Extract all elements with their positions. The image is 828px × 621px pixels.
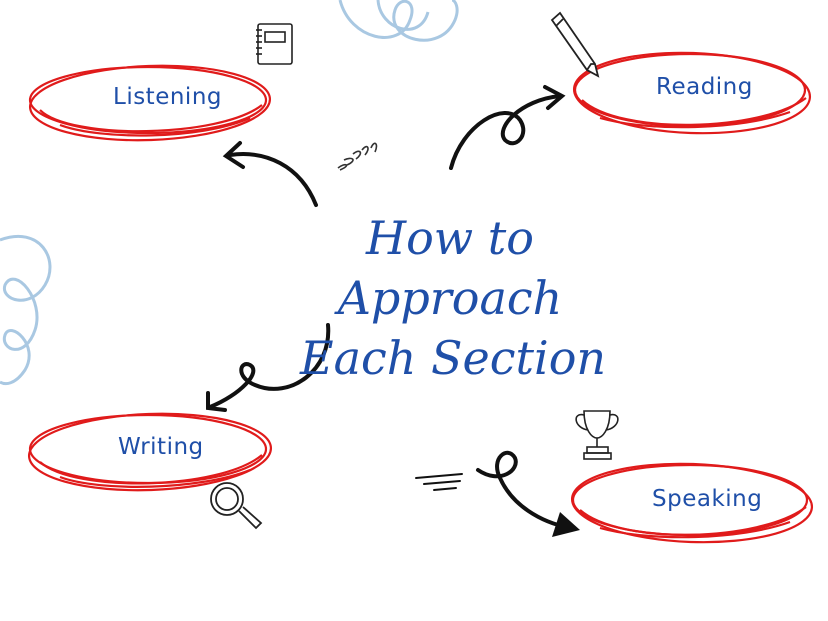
speed-lines <box>415 473 463 491</box>
trophy-icon <box>575 410 619 460</box>
title-line-3: Each Section <box>300 331 607 385</box>
writing-label: Writing <box>118 434 204 460</box>
listening-circle <box>28 64 272 142</box>
arrow-to-writing <box>206 323 331 412</box>
arrow-to-speaking <box>476 450 572 530</box>
arrow-to-listening <box>222 141 318 207</box>
reading-circle <box>572 51 812 135</box>
page-title: How to Approach Each Section <box>300 208 607 388</box>
doodle-top <box>338 0 459 42</box>
magnifier-icon <box>210 482 263 530</box>
speaking-label: Speaking <box>652 486 763 512</box>
reading-label: Reading <box>656 74 753 100</box>
pencil-icon <box>550 11 600 78</box>
burst-marks <box>337 142 378 171</box>
speaking-circle <box>570 462 814 544</box>
notebook-icon <box>256 23 293 65</box>
writing-circle <box>27 412 273 492</box>
arrowhead-speaking <box>552 512 580 537</box>
title-line-2: Approach <box>337 271 563 325</box>
listening-label: Listening <box>113 84 222 110</box>
title-line-1: How to <box>366 211 534 265</box>
arrow-to-reading <box>449 85 566 170</box>
doodle-left <box>0 234 52 385</box>
